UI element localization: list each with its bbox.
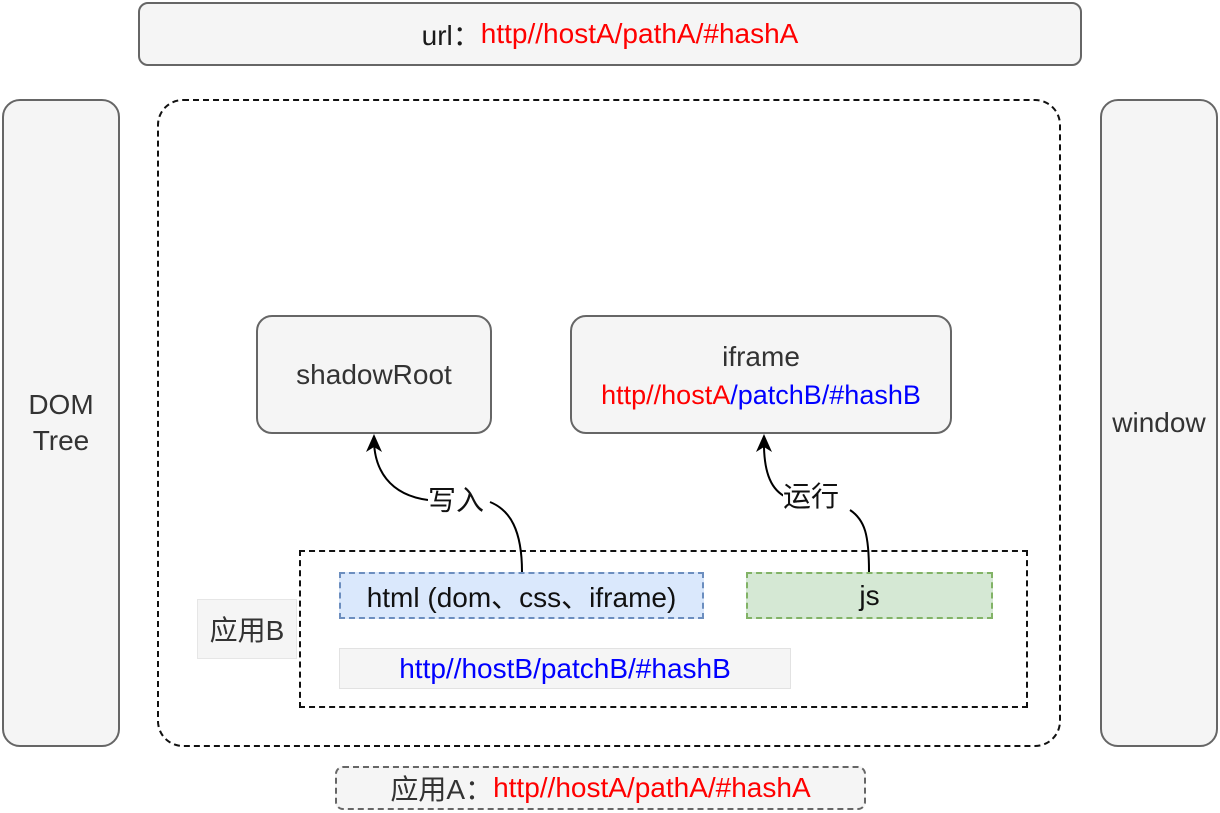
app-a-container	[157, 99, 1061, 747]
app-b-url: http//hostB/patchB/#hashB	[399, 652, 731, 684]
url-value: http//hostA/pathA/#hashA	[480, 18, 799, 49]
iframe-url: http//hostA/patchB/#hashB	[601, 377, 921, 413]
dom-tree-box: DOM Tree	[2, 99, 120, 747]
html-block-label: html (dom、css、iframe)	[366, 581, 677, 613]
iframe-url-host: http//hostA	[601, 379, 731, 410]
iframe-title: iframe	[722, 340, 800, 372]
window-label: window	[1112, 407, 1206, 438]
app-b-label-box: 应用B	[197, 599, 297, 659]
app-a-label: 应用A：	[390, 774, 494, 805]
dom-tree-label-line2: Tree	[32, 425, 90, 456]
dom-tree-label-line1: DOM	[28, 389, 94, 420]
shadow-root-box: shadowRoot	[256, 315, 492, 434]
write-label: 写入	[428, 484, 485, 518]
app-b-label: 应用B	[209, 615, 285, 646]
iframe-url-path: /patchB/#hashB	[730, 379, 921, 410]
iframe-box: iframe http//hostA/patchB/#hashB	[570, 315, 952, 434]
js-block-label: js	[859, 579, 880, 611]
app-a-url: http//hostA/pathA/#hashA	[493, 772, 811, 803]
html-block: html (dom、css、iframe)	[339, 572, 704, 619]
url-label: url：	[421, 20, 481, 51]
app-a-label-box: 应用A： http//hostA/pathA/#hashA	[335, 766, 866, 810]
run-label: 运行	[783, 480, 840, 514]
app-b-container	[299, 550, 1028, 708]
window-box: window	[1100, 99, 1218, 747]
url-bar: url： http//hostA/pathA/#hashA	[138, 2, 1082, 66]
shadow-root-label: shadowRoot	[296, 358, 452, 390]
js-block: js	[746, 572, 993, 619]
app-b-url-box: http//hostB/patchB/#hashB	[339, 648, 791, 689]
